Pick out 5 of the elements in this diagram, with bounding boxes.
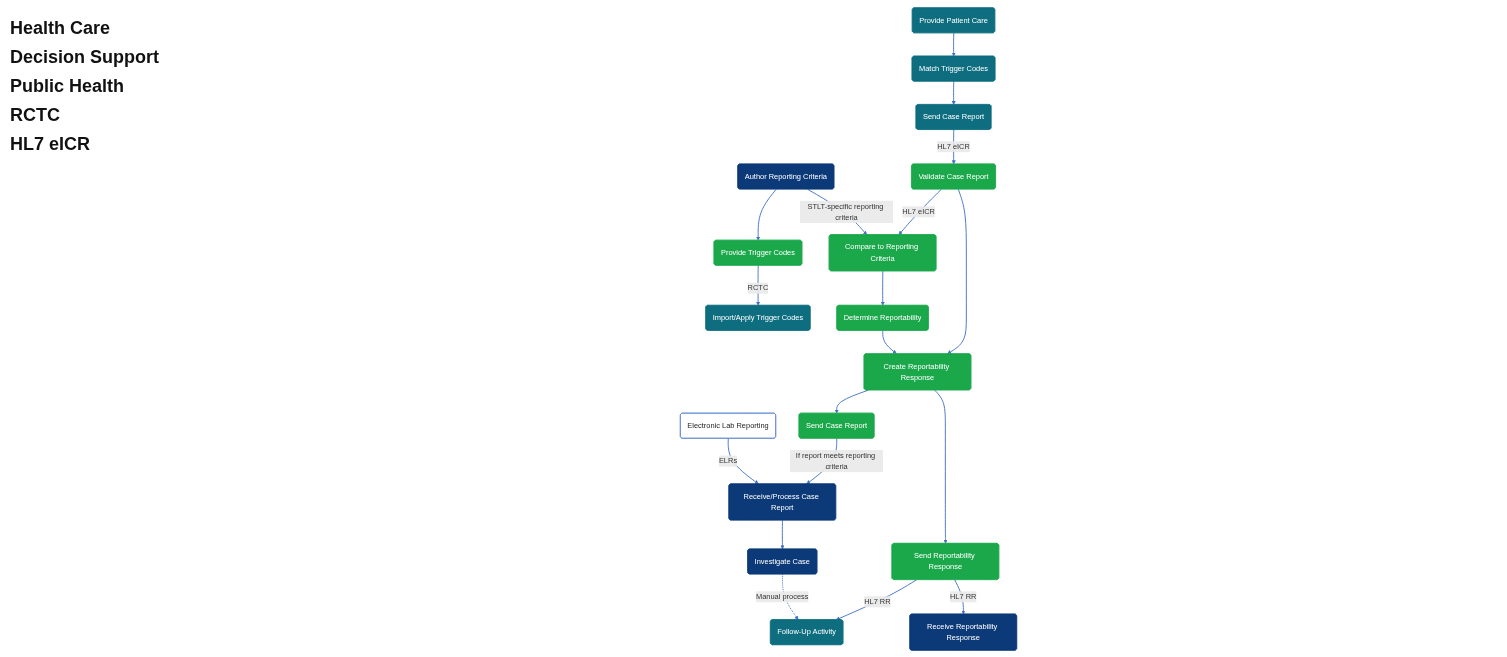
lane-label: Public Health — [10, 76, 126, 97]
lane-label: Health Care — [10, 18, 112, 39]
lane-label: HL7 eICR — [10, 134, 91, 155]
lane-label: RCTC — [10, 105, 61, 126]
lane-label: Decision Support — [10, 47, 160, 68]
